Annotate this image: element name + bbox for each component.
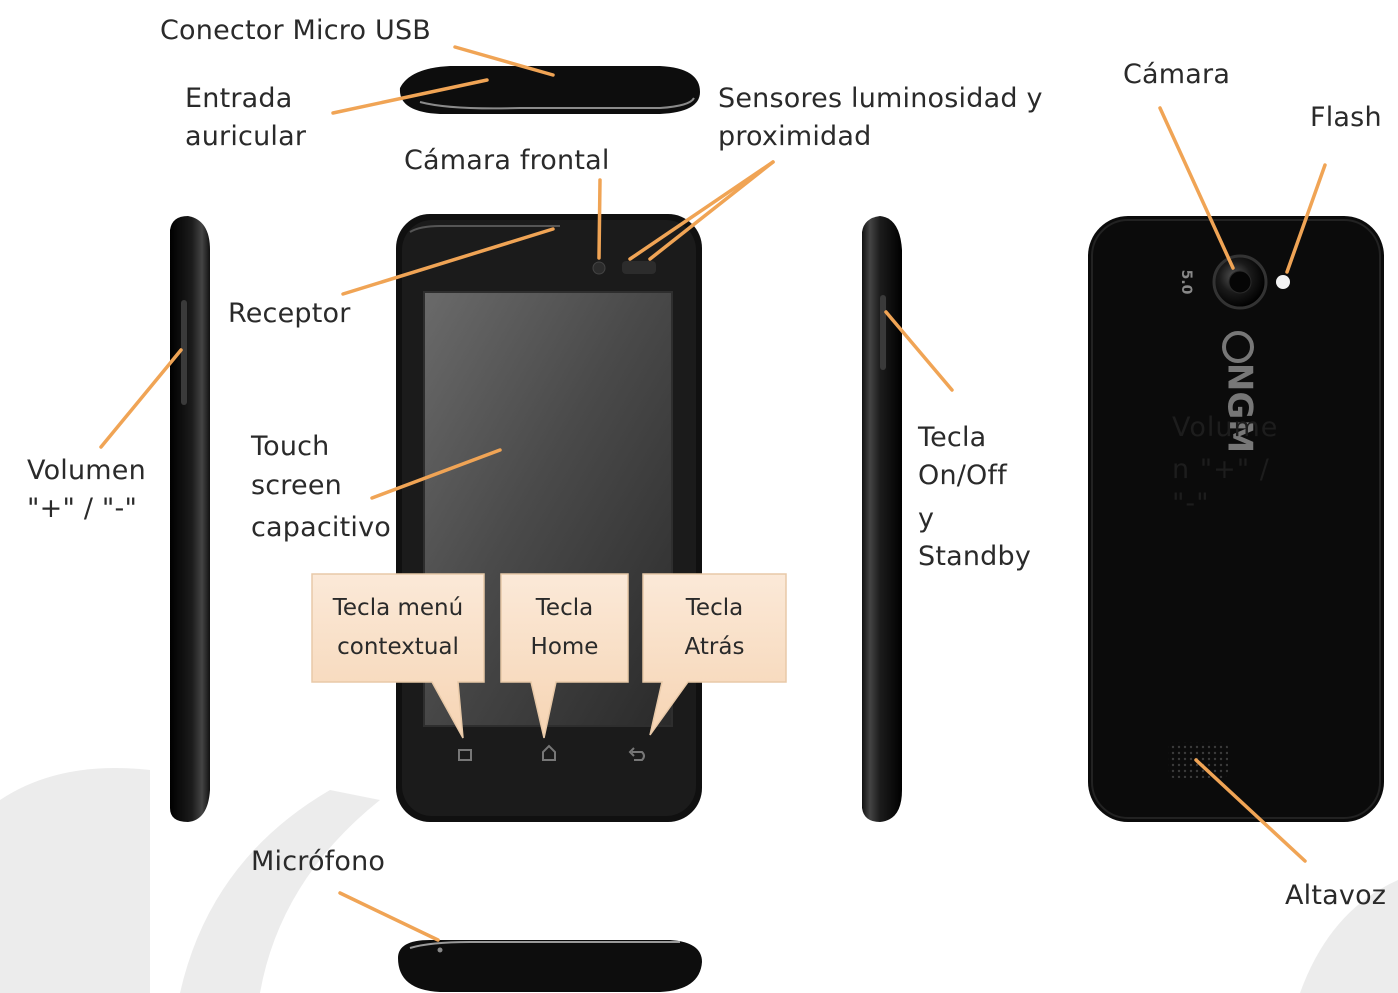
watermark — [0, 768, 1398, 993]
label-power-2: On/Off — [918, 460, 1007, 491]
leader-microphone — [338, 891, 440, 942]
label-micro-usb: Conector Micro USB — [160, 15, 432, 46]
leader-volume — [99, 348, 183, 449]
leader-speaker — [1194, 758, 1307, 863]
brand-logo-icon — [1222, 331, 1254, 363]
leader-flash — [1285, 163, 1327, 274]
phone-top-edge — [399, 66, 700, 114]
camera-badge: 5.0 — [1178, 270, 1194, 295]
label-earphone-2: auricular — [185, 121, 307, 152]
callout-back-text-2: Atrás — [684, 634, 745, 660]
ghost-text-1: Volume — [1172, 412, 1279, 443]
leader-sensor-a — [628, 160, 775, 261]
leader-front-camera — [597, 178, 602, 260]
front-camera-lens — [592, 261, 606, 275]
leader-sensor-b — [648, 160, 775, 261]
volume-rocker — [181, 300, 187, 405]
label-volume-2: "+" / "-" — [27, 493, 138, 524]
leader-micro-usb — [453, 45, 555, 77]
label-touch-2: screen — [251, 470, 342, 501]
label-power-4: Standby — [918, 541, 1032, 572]
phone-bottom-edge — [398, 940, 702, 992]
label-sensors-2: proximidad — [718, 121, 872, 152]
callout-home-text-2: Home — [530, 634, 599, 660]
phone-front — [396, 214, 702, 822]
callout-home — [500, 573, 629, 739]
microphone-hole — [437, 947, 443, 953]
menu-key-icon — [458, 749, 472, 761]
leader-lines — [99, 45, 1327, 942]
callout-back — [642, 573, 787, 736]
label-touch-1: Touch — [251, 431, 330, 462]
brand-logo: NGM — [1220, 363, 1260, 453]
label-receiver: Receptor — [228, 298, 351, 329]
back-key-icon — [628, 747, 645, 761]
label-power-3: y — [918, 503, 935, 534]
label-volume-1: Volumen — [27, 455, 146, 486]
label-touch-3: capacitivo — [251, 512, 392, 543]
phone-right-side — [862, 216, 902, 822]
label-power-1: Tecla — [918, 422, 987, 453]
label-speaker: Altavoz — [1285, 880, 1387, 911]
home-key-icon — [542, 744, 556, 761]
callout-menu-text-1: Tecla menú — [332, 595, 464, 621]
label-sensors-1: Sensores luminosidad y — [718, 83, 1043, 114]
label-front-camera: Cámara frontal — [404, 145, 610, 176]
leader-power — [884, 310, 954, 392]
sensor-window — [622, 261, 656, 274]
leader-receiver — [341, 227, 555, 296]
callout-menu — [311, 573, 485, 739]
flash-led — [1276, 275, 1290, 289]
callouts — [311, 573, 787, 739]
callout-menu-text-2: contextual — [337, 634, 459, 660]
leader-camera — [1158, 106, 1235, 270]
callout-home-text-1: Tecla — [535, 595, 594, 621]
label-camera: Cámara — [1123, 59, 1231, 90]
callout-back-text-1: Tecla — [685, 595, 744, 621]
leader-earphone — [331, 78, 489, 115]
ghost-text-3: "-" — [1172, 488, 1210, 519]
label-flash: Flash — [1310, 102, 1382, 133]
power-button — [880, 295, 886, 370]
ghost-text-2: n "+" / — [1172, 454, 1270, 485]
label-microphone: Micrófono — [251, 846, 386, 877]
label-earphone-1: Entrada — [185, 83, 293, 114]
phone-left-side — [170, 216, 210, 822]
phone-back: 5.0 NGM — [1088, 216, 1384, 822]
leader-touch — [370, 448, 502, 500]
